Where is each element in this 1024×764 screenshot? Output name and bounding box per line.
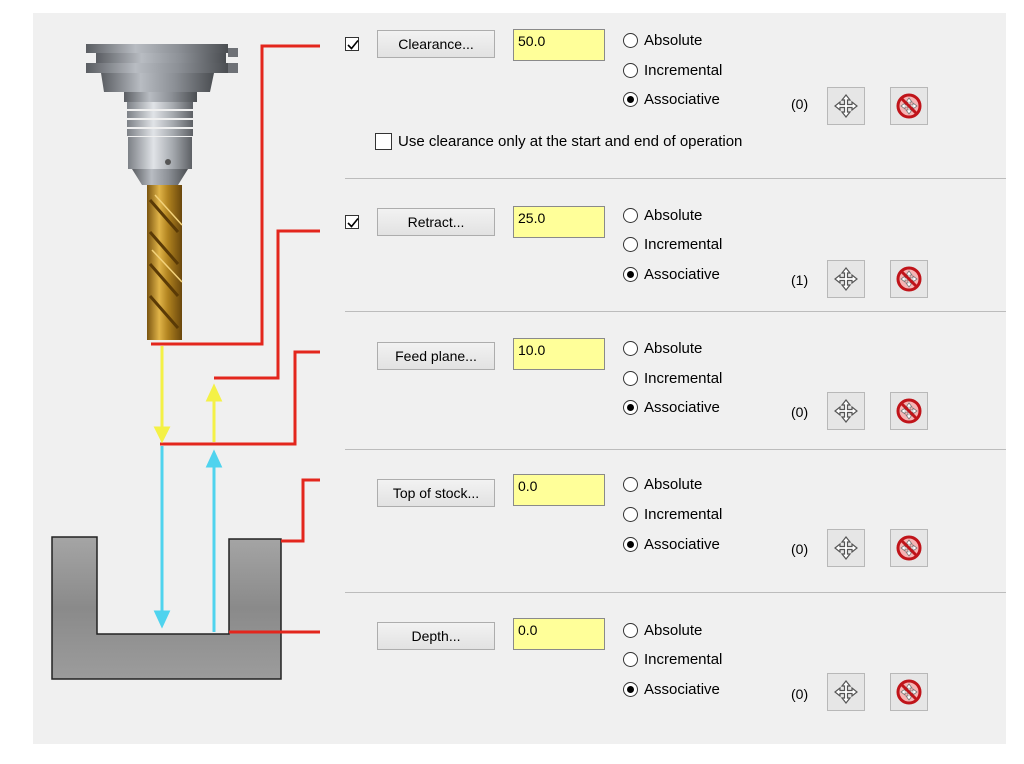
move-arrows-icon: [834, 680, 858, 704]
move-arrows-icon: [834, 399, 858, 423]
retract-button[interactable]: Retract...: [377, 208, 495, 236]
clearance-count: (0): [791, 96, 809, 112]
top-of-stock-value-field[interactable]: 0.0: [513, 474, 605, 506]
move-arrows-icon: [834, 267, 858, 291]
depth-move-button[interactable]: [827, 673, 865, 711]
top-of-stock-reset-button[interactable]: [890, 529, 928, 567]
depth-reset-button[interactable]: [890, 673, 928, 711]
end-mill-icon: [147, 185, 183, 340]
retract-reset-button[interactable]: [890, 260, 928, 298]
feed-moves: [153, 446, 223, 632]
no-move-icon: [896, 398, 922, 424]
feed-plane-reset-button[interactable]: [890, 392, 928, 430]
top-of-stock-button[interactable]: Top of stock...: [377, 479, 495, 507]
move-arrows-icon: [834, 536, 858, 560]
stock-block: [51, 536, 282, 680]
depth-button[interactable]: Depth...: [377, 622, 495, 650]
no-move-icon: [896, 266, 922, 292]
retract-value-field[interactable]: 25.0: [513, 206, 605, 238]
retract-checkbox[interactable]: [345, 215, 359, 229]
feed-plane-button[interactable]: Feed plane...: [377, 342, 495, 370]
no-move-icon: [896, 93, 922, 119]
clearance-move-button[interactable]: [827, 87, 865, 125]
check-icon: [347, 39, 359, 50]
no-move-icon: [896, 679, 922, 705]
clearance-reset-button[interactable]: [890, 87, 928, 125]
leader-lines: [151, 44, 320, 634]
feed-plane-count: (0): [791, 404, 809, 420]
separator: [345, 449, 1006, 450]
top-of-stock-move-button[interactable]: [827, 529, 865, 567]
tool-holder-icon: [86, 44, 238, 185]
retract-move-button[interactable]: [827, 260, 865, 298]
retract-count: (1): [791, 272, 809, 288]
separator: [345, 178, 1006, 179]
clearance-only-checkbox[interactable]: [375, 133, 392, 150]
clearance-checkbox[interactable]: [345, 37, 359, 51]
depth-count: (0): [791, 686, 809, 702]
top-of-stock-count: (0): [791, 541, 809, 557]
feed-plane-value-field[interactable]: 10.0: [513, 338, 605, 370]
separator: [345, 592, 1006, 593]
depth-value-field[interactable]: 0.0: [513, 618, 605, 650]
feed-plane-move-button[interactable]: [827, 392, 865, 430]
no-move-icon: [896, 535, 922, 561]
clearance-only-label: Use clearance only at the start and end …: [398, 133, 743, 150]
move-arrows-icon: [834, 94, 858, 118]
clearance-button[interactable]: Clearance...: [377, 30, 495, 58]
rapid-moves: [153, 346, 223, 444]
separator: [345, 311, 1006, 312]
clearance-value-field[interactable]: 50.0: [513, 29, 605, 61]
check-icon: [347, 217, 359, 228]
